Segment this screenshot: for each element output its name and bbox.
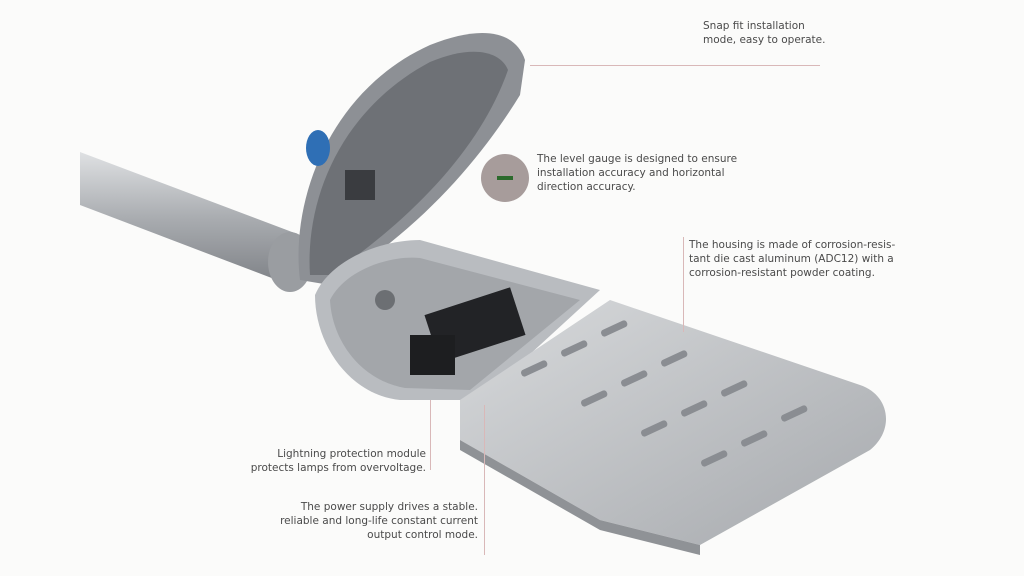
lightning-note: Lightning protection module protects lam…: [251, 447, 426, 475]
power-supply-leader-line: [484, 405, 485, 555]
note-line: Snap fit installation: [703, 20, 805, 32]
note-line: direction accuracy.: [537, 181, 636, 193]
note-line: output control mode.: [367, 529, 478, 541]
note-line: mode, easy to operate.: [703, 34, 826, 46]
lid: [298, 33, 525, 285]
note-line: corrosion-resistant powder coating.: [689, 267, 875, 279]
note-line: The power supply drives a stable.: [300, 501, 478, 513]
note-line: tant die cast aluminum (ADC12) with a: [689, 253, 894, 265]
pole: [80, 152, 312, 292]
note-line: The housing is made of corrosion-resis-: [689, 239, 896, 251]
housing-body: [315, 240, 600, 400]
level-gauge-thumbnail: [481, 154, 529, 202]
lightning-leader-line: [430, 400, 431, 470]
level-gauge-icon: [497, 176, 513, 180]
heat-sink: [460, 300, 887, 555]
housing-note: The housing is made of corrosion-resis- …: [689, 238, 895, 280]
note-line: Lightning protection module: [277, 448, 426, 460]
note-line: The level gauge is designed to ensure: [537, 153, 738, 165]
snap-fit-leader-line: [530, 65, 820, 66]
level-gauge-note: The level gauge is designed to ensure in…: [537, 152, 737, 194]
note-line: reliable and long-life constant current: [280, 515, 478, 527]
note-line: installation accuracy and horizontal: [537, 167, 725, 179]
snap-fit-note: Snap fit installation mode, easy to oper…: [703, 19, 825, 47]
housing-leader-line: [683, 237, 684, 332]
power-supply-note: The power supply drives a stable. reliab…: [280, 500, 478, 542]
note-line: protects lamps from overvoltage.: [250, 462, 426, 474]
